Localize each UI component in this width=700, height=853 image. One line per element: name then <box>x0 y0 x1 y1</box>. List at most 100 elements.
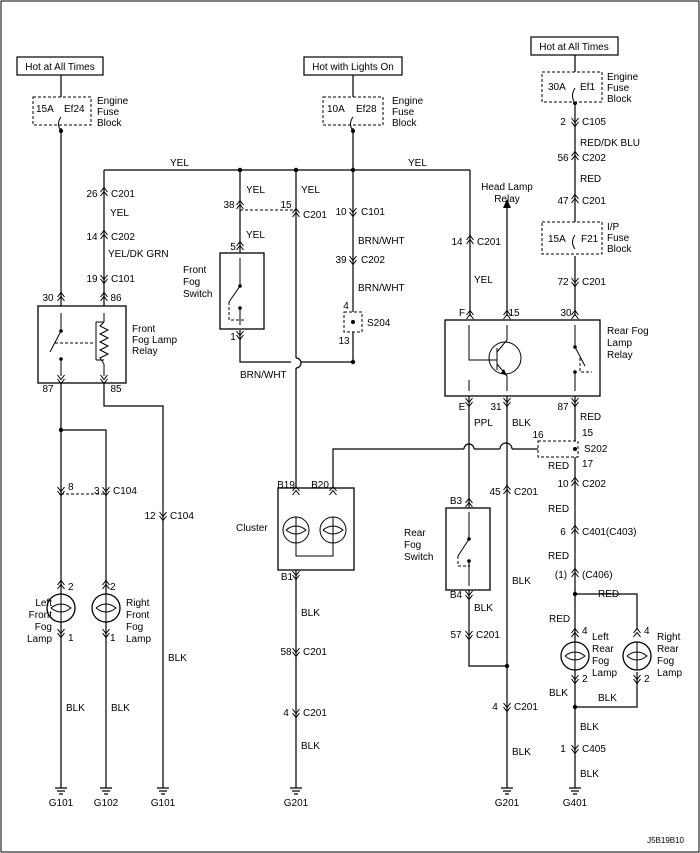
svg-text:RED: RED <box>580 174 601 185</box>
svg-text:Right: Right <box>657 632 681 643</box>
svg-text:C202: C202 <box>582 153 606 164</box>
left-front-fog-lamp: Left Front Fog Lamp <box>27 593 76 645</box>
svg-text:C202: C202 <box>361 255 385 266</box>
svg-text:86: 86 <box>110 293 122 304</box>
svg-text:Lamp: Lamp <box>607 338 632 349</box>
svg-text:Hot at All Times: Hot at All Times <box>25 62 94 73</box>
svg-text:C101: C101 <box>111 274 135 285</box>
svg-text:C201: C201 <box>476 630 500 641</box>
fuse-f21: 15A F21 I/P Fuse Block <box>541 221 632 255</box>
svg-text:BLK: BLK <box>512 418 531 429</box>
svg-text:C201: C201 <box>303 647 327 658</box>
svg-text:F21: F21 <box>581 234 599 245</box>
svg-text:4: 4 <box>492 702 498 713</box>
svg-text:87: 87 <box>42 384 54 395</box>
svg-text:26: 26 <box>86 189 98 200</box>
svg-text:(C406): (C406) <box>582 570 613 581</box>
svg-text:19: 19 <box>86 274 98 285</box>
svg-text:Rear: Rear <box>592 644 614 655</box>
svg-text:Fog: Fog <box>126 622 143 633</box>
ground-g201-right: G201 <box>495 787 520 809</box>
ground-g101-right: G101 <box>151 787 176 809</box>
svg-text:Switch: Switch <box>404 552 433 563</box>
svg-text:39: 39 <box>335 255 347 266</box>
svg-text:Head Lamp: Head Lamp <box>481 182 533 193</box>
svg-text:47: 47 <box>557 196 569 207</box>
svg-text:S202: S202 <box>584 444 608 455</box>
svg-text:85: 85 <box>110 384 122 395</box>
svg-text:5: 5 <box>230 242 236 253</box>
svg-text:Ef24: Ef24 <box>64 104 85 115</box>
svg-text:Hot with Lights On: Hot with Lights On <box>312 62 394 73</box>
svg-text:BRN/WHT: BRN/WHT <box>358 283 405 294</box>
svg-text:YEL: YEL <box>301 185 320 196</box>
svg-text:38: 38 <box>223 200 235 211</box>
svg-text:PPL: PPL <box>474 418 493 429</box>
head-lamp-relay-label: Head Lamp Relay <box>481 182 533 208</box>
svg-text:3: 3 <box>94 486 100 497</box>
connector-labels: 2 C105 56 C202 47 C201 72 C201 26 C201 1… <box>42 117 650 755</box>
svg-text:Front: Front <box>183 265 207 276</box>
rear-fog-switch: Rear Fog Switch <box>404 507 491 591</box>
svg-text:Fog: Fog <box>657 656 674 667</box>
svg-text:Fuse: Fuse <box>97 107 120 118</box>
svg-text:87: 87 <box>557 402 569 413</box>
wires <box>60 55 638 788</box>
svg-text:1: 1 <box>110 633 116 644</box>
power-source-center: Hot with Lights On <box>303 56 403 76</box>
svg-text:10: 10 <box>557 479 569 490</box>
svg-text:2: 2 <box>582 674 588 685</box>
svg-text:15: 15 <box>508 308 520 319</box>
svg-text:4: 4 <box>283 708 289 719</box>
cluster: Cluster <box>236 487 355 571</box>
svg-text:Lamp: Lamp <box>27 634 52 645</box>
power-source-left: Hot at All Times <box>16 56 104 76</box>
svg-text:C101: C101 <box>361 207 385 218</box>
svg-text:F: F <box>459 308 465 319</box>
svg-text:YEL: YEL <box>474 275 493 286</box>
svg-text:BRN/WHT: BRN/WHT <box>240 370 287 381</box>
svg-text:BLK: BLK <box>301 741 320 752</box>
svg-text:Cluster: Cluster <box>236 523 268 534</box>
svg-text:Hot at All Times: Hot at All Times <box>539 42 608 53</box>
svg-text:15: 15 <box>582 428 594 439</box>
wire-hop <box>499 442 513 450</box>
connector-symbols <box>57 117 641 754</box>
svg-text:10: 10 <box>335 207 347 218</box>
svg-text:Fog: Fog <box>35 622 52 633</box>
svg-text:RED: RED <box>548 461 569 472</box>
svg-text:E: E <box>459 402 466 413</box>
svg-text:BLK: BLK <box>66 703 85 714</box>
svg-text:BLK: BLK <box>301 608 320 619</box>
svg-text:Lamp: Lamp <box>657 668 682 679</box>
svg-text:2: 2 <box>68 582 74 593</box>
right-rear-fog-lamp: Right Rear Fog Lamp <box>622 632 682 679</box>
svg-text:72: 72 <box>557 277 569 288</box>
svg-text:17: 17 <box>582 459 594 470</box>
svg-text:Engine: Engine <box>392 96 424 107</box>
svg-text:15: 15 <box>280 200 292 211</box>
svg-text:C201: C201 <box>582 277 606 288</box>
svg-text:G101: G101 <box>49 798 74 809</box>
front-fog-lamp-relay: Front Fog Lamp Relay <box>37 305 177 384</box>
svg-text:Relay: Relay <box>132 346 158 357</box>
wire-color-labels: YEL YEL YEL YEL/DK GRN YEL YEL YEL BRN/W… <box>66 138 640 780</box>
splice-s204: S204 <box>343 311 391 333</box>
svg-text:2: 2 <box>644 674 650 685</box>
svg-text:15A: 15A <box>548 234 566 245</box>
svg-text:YEL: YEL <box>246 230 265 241</box>
svg-text:YEL: YEL <box>246 185 265 196</box>
svg-text:56: 56 <box>557 153 569 164</box>
svg-text:Lamp: Lamp <box>592 668 617 679</box>
svg-text:30A: 30A <box>548 82 566 93</box>
svg-text:C105: C105 <box>582 117 606 128</box>
svg-text:4: 4 <box>644 626 650 637</box>
svg-text:G102: G102 <box>94 798 119 809</box>
fuse-ef24: 15A Ef24 Engine Fuse Block <box>32 96 129 132</box>
svg-text:BLK: BLK <box>580 769 599 780</box>
svg-text:YEL: YEL <box>408 158 427 169</box>
svg-text:Lamp: Lamp <box>126 634 151 645</box>
svg-text:Front: Front <box>132 324 156 335</box>
svg-text:1: 1 <box>68 633 74 644</box>
